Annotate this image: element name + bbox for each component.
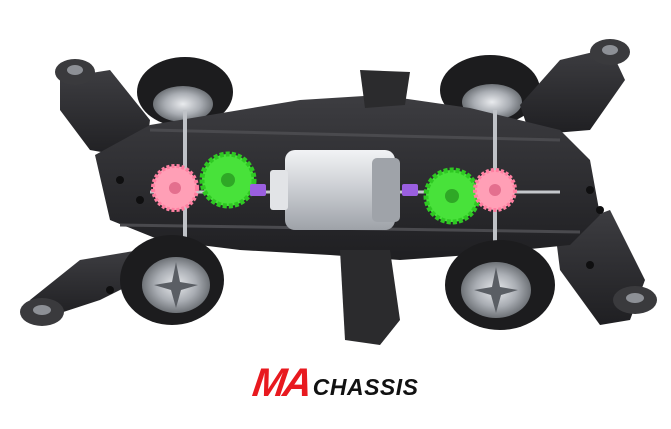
gear-purple-right — [402, 184, 418, 196]
roller-rear-right — [590, 39, 630, 65]
logo-brand-mark: MA — [249, 360, 312, 405]
mini-4wd-chassis-illustration — [20, 39, 657, 345]
motor — [270, 150, 400, 230]
gear-pink-left — [151, 164, 199, 212]
gear-pink-right — [473, 168, 517, 212]
gear-purple-left — [250, 184, 266, 196]
gear-green-left — [199, 151, 257, 209]
roller-front-left — [20, 298, 64, 326]
roller-front-right — [613, 286, 657, 314]
gear-green-right — [423, 167, 481, 225]
tire-rear-left — [137, 57, 233, 127]
tire-front-right — [445, 240, 555, 330]
ma-chassis-logo: MA CHASSIS — [0, 360, 671, 406]
roller-rear-left — [55, 59, 95, 85]
tire-front-left — [120, 235, 224, 325]
logo-product-word: CHASSIS — [312, 373, 419, 400]
